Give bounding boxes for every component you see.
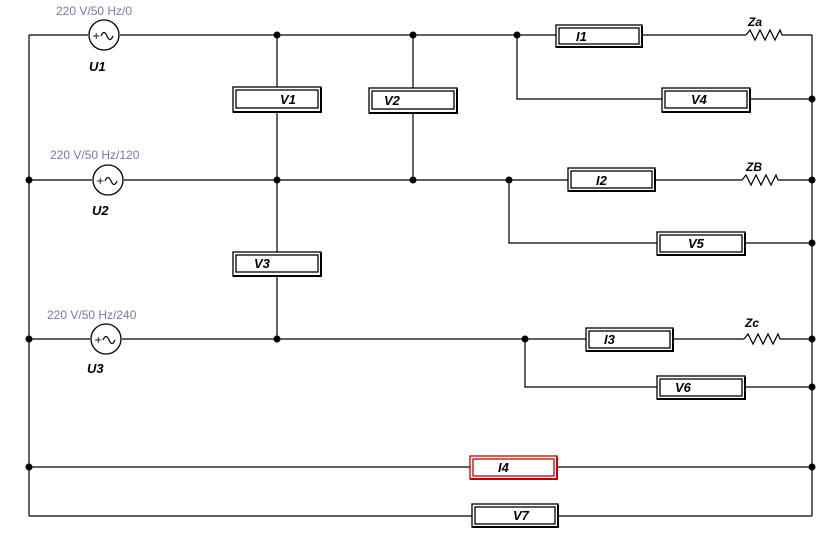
junction [808,335,816,343]
source-name-label: U3 [87,361,104,376]
ammeter-i1[interactable]: I1 [555,24,643,48]
junction [808,463,816,471]
junction [273,176,281,184]
load-zc[interactable]: Zc [743,316,781,346]
ammeter-i4[interactable]: I4 [469,455,558,480]
sine-wave-icon [100,31,114,41]
ac-source-icon [92,164,124,196]
meter-label: I2 [596,173,608,188]
source-u3[interactable]: 220 V/50 Hz/240 + U3 [47,308,137,376]
source-name-label: U2 [92,203,109,218]
ammeter-i2[interactable]: I2 [567,167,656,192]
source-u2[interactable]: 220 V/50 Hz/120 + U2 [50,148,140,218]
load-label: Zc [744,316,759,330]
meter-display [659,378,743,397]
junction [808,95,816,103]
source-rating-label: 220 V/50 Hz/120 [50,148,140,162]
meter-display [235,89,319,109]
wire-v5-branch [508,180,657,244]
ac-source-icon [88,19,120,51]
wire-v4-branch [516,35,662,100]
meter-display [472,458,555,477]
meter-label: V7 [513,508,530,523]
meter-label: I1 [576,29,587,44]
junction [273,335,281,343]
voltmeter-v3[interactable]: V3 [232,251,322,277]
ammeter-i3[interactable]: I3 [585,327,674,352]
junction [25,335,33,343]
meter-display [474,506,556,525]
meter-label: V2 [384,93,401,108]
wire-v6-branch [524,339,657,388]
meter-label: V5 [688,236,705,251]
load-zb[interactable]: ZB [741,160,779,187]
meter-label: V1 [280,92,296,107]
junction [25,463,33,471]
resistor-icon [743,332,781,346]
meter-display [664,90,748,109]
sine-wave-icon [104,176,118,186]
voltmeter-v7[interactable]: V7 [471,503,559,528]
junction [808,176,816,184]
meter-label: I4 [498,460,510,475]
meter-display [659,234,743,253]
meter-label: V3 [254,256,271,271]
sine-wave-icon [102,335,116,345]
junction-dots [25,31,816,471]
resistor-icon [745,28,783,42]
load-label: ZB [745,160,762,174]
voltmeter-v4[interactable]: V4 [661,87,751,113]
junction [808,383,816,391]
plus-icon: + [94,335,102,346]
ac-source-icon [90,323,122,355]
voltmeter-v2[interactable]: V2 [368,87,458,114]
source-rating-label: 220 V/50 Hz/0 [56,4,132,18]
meter-display [558,27,640,45]
meter-display [371,90,455,110]
junction [273,31,281,39]
voltmeter-v6[interactable]: V6 [656,375,746,400]
voltmeter-v5[interactable]: V5 [656,231,746,256]
source-name-label: U1 [89,59,106,74]
meter-display [235,254,319,273]
source-rating-label: 220 V/50 Hz/240 [47,308,137,322]
meter-label: V4 [691,92,708,107]
meter-label: I3 [604,332,616,347]
source-u1[interactable]: 220 V/50 Hz/0 + U1 [56,4,132,74]
junction [521,335,529,343]
junction [409,176,417,184]
junction [513,31,521,39]
load-label: Za [747,15,762,29]
junction [409,31,417,39]
junction [505,176,513,184]
resistor-icon [741,173,779,187]
plus-icon: + [96,176,104,187]
wires [28,34,813,517]
junction [808,239,816,247]
meter-display [588,330,671,349]
meter-display [570,170,653,189]
load-za[interactable]: Za [745,15,783,42]
plus-icon: + [92,31,100,42]
voltmeter-v1[interactable]: V1 [232,86,322,113]
junction [25,176,33,184]
meter-label: V6 [675,380,692,395]
